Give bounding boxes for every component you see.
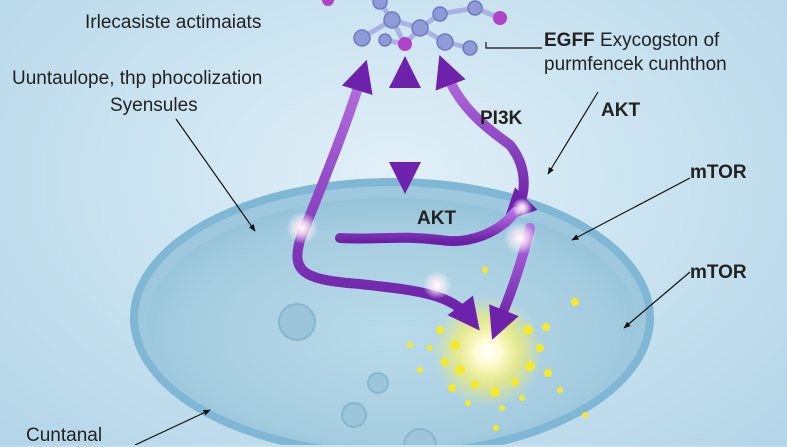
label-mtor-upper: mTOR [690, 162, 747, 183]
arrow-left-loop [292, 59, 480, 331]
label-upper-left-line2: Syensules [110, 95, 198, 116]
label-akt-center: AKT [417, 208, 457, 229]
arrow-right-loop [335, 207, 520, 246]
label-upper-left-line1: Uuntaulope, thp phocolization [12, 68, 263, 89]
label-pointers [134, 42, 691, 445]
label-top-left: Irlecasiste actimaiats [85, 12, 262, 33]
label-pi3k: PI3K [480, 108, 523, 129]
vesicle [278, 303, 316, 341]
label-egff-rest: Exycogston of [594, 30, 720, 51]
label-egff-line2: purmfencek cunhthon [544, 54, 727, 75]
label-akt-right: AKT [601, 100, 641, 121]
vesicle [403, 428, 437, 445]
vesicle [367, 372, 389, 394]
vesicle [341, 402, 367, 428]
label-bottom-left: Cuntanal [26, 425, 103, 446]
signal-arrows [292, 55, 538, 340]
label-egff-line1: EGFF Exycogston of [544, 30, 719, 52]
arrow-right-curve [435, 55, 538, 222]
sparkles [286, 198, 536, 299]
label-egff-prefix: EGFF [544, 30, 595, 51]
cell [130, 178, 654, 445]
egff-molecule [322, 0, 507, 56]
label-mtor-lower: mTOR [690, 262, 747, 283]
